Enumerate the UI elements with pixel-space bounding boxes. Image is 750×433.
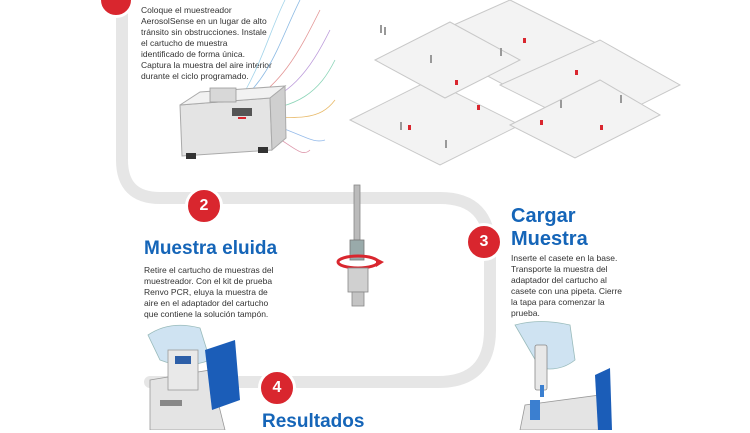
desc-line: Coloque el muestreador <box>141 5 232 15</box>
desc-line: Retire el cartucho de muestras del <box>144 265 274 275</box>
desc-line: AerosolSense en un lugar de alto <box>141 16 267 26</box>
step3-number-badge: 3 <box>465 223 503 261</box>
desc-line: que contiene la solución tampón. <box>144 309 269 319</box>
desc-line: Renvo PCR, eluya la muestra de <box>144 287 268 297</box>
desc-line: Captura la muestra del aire interior <box>141 60 272 70</box>
step3-description: Inserte el casete en la base. Transporte… <box>511 253 622 319</box>
desc-line: durante el ciclo programado. <box>141 71 249 81</box>
desc-line: aire en el adaptador del cartucho <box>144 298 269 308</box>
desc-line: identificado de forma única. <box>141 49 245 59</box>
step2-title: Muestra eluida <box>144 238 278 259</box>
desc-line: casete con una pipeta. Cierre <box>511 286 623 296</box>
step3-title: Cargar Muestra <box>511 205 588 251</box>
desc-line: tránsito sin obstrucciones. Instale <box>141 27 267 37</box>
desc-line: el cartucho de muestra <box>141 38 228 48</box>
step2-number-badge: 2 <box>185 187 223 225</box>
step4-title: Resultados <box>262 411 365 432</box>
desc-line: adaptador del cartucho al <box>511 275 607 285</box>
step2-description: Retire el cartucho de muestras del muest… <box>144 265 273 320</box>
step1-description: Coloque el muestreador AerosolSense en u… <box>141 5 272 82</box>
desc-line: Inserte el casete en la base. <box>511 253 618 263</box>
desc-line: la tapa para comenzar la <box>511 297 605 307</box>
desc-line: muestreador. Con el kit de prueba <box>144 276 273 286</box>
step4-number-badge: 4 <box>258 369 296 407</box>
title-line: Cargar <box>511 205 576 227</box>
desc-line: Transporte la muestra del <box>511 264 608 274</box>
desc-line: prueba. <box>511 308 540 318</box>
title-line: Muestra <box>511 228 588 250</box>
